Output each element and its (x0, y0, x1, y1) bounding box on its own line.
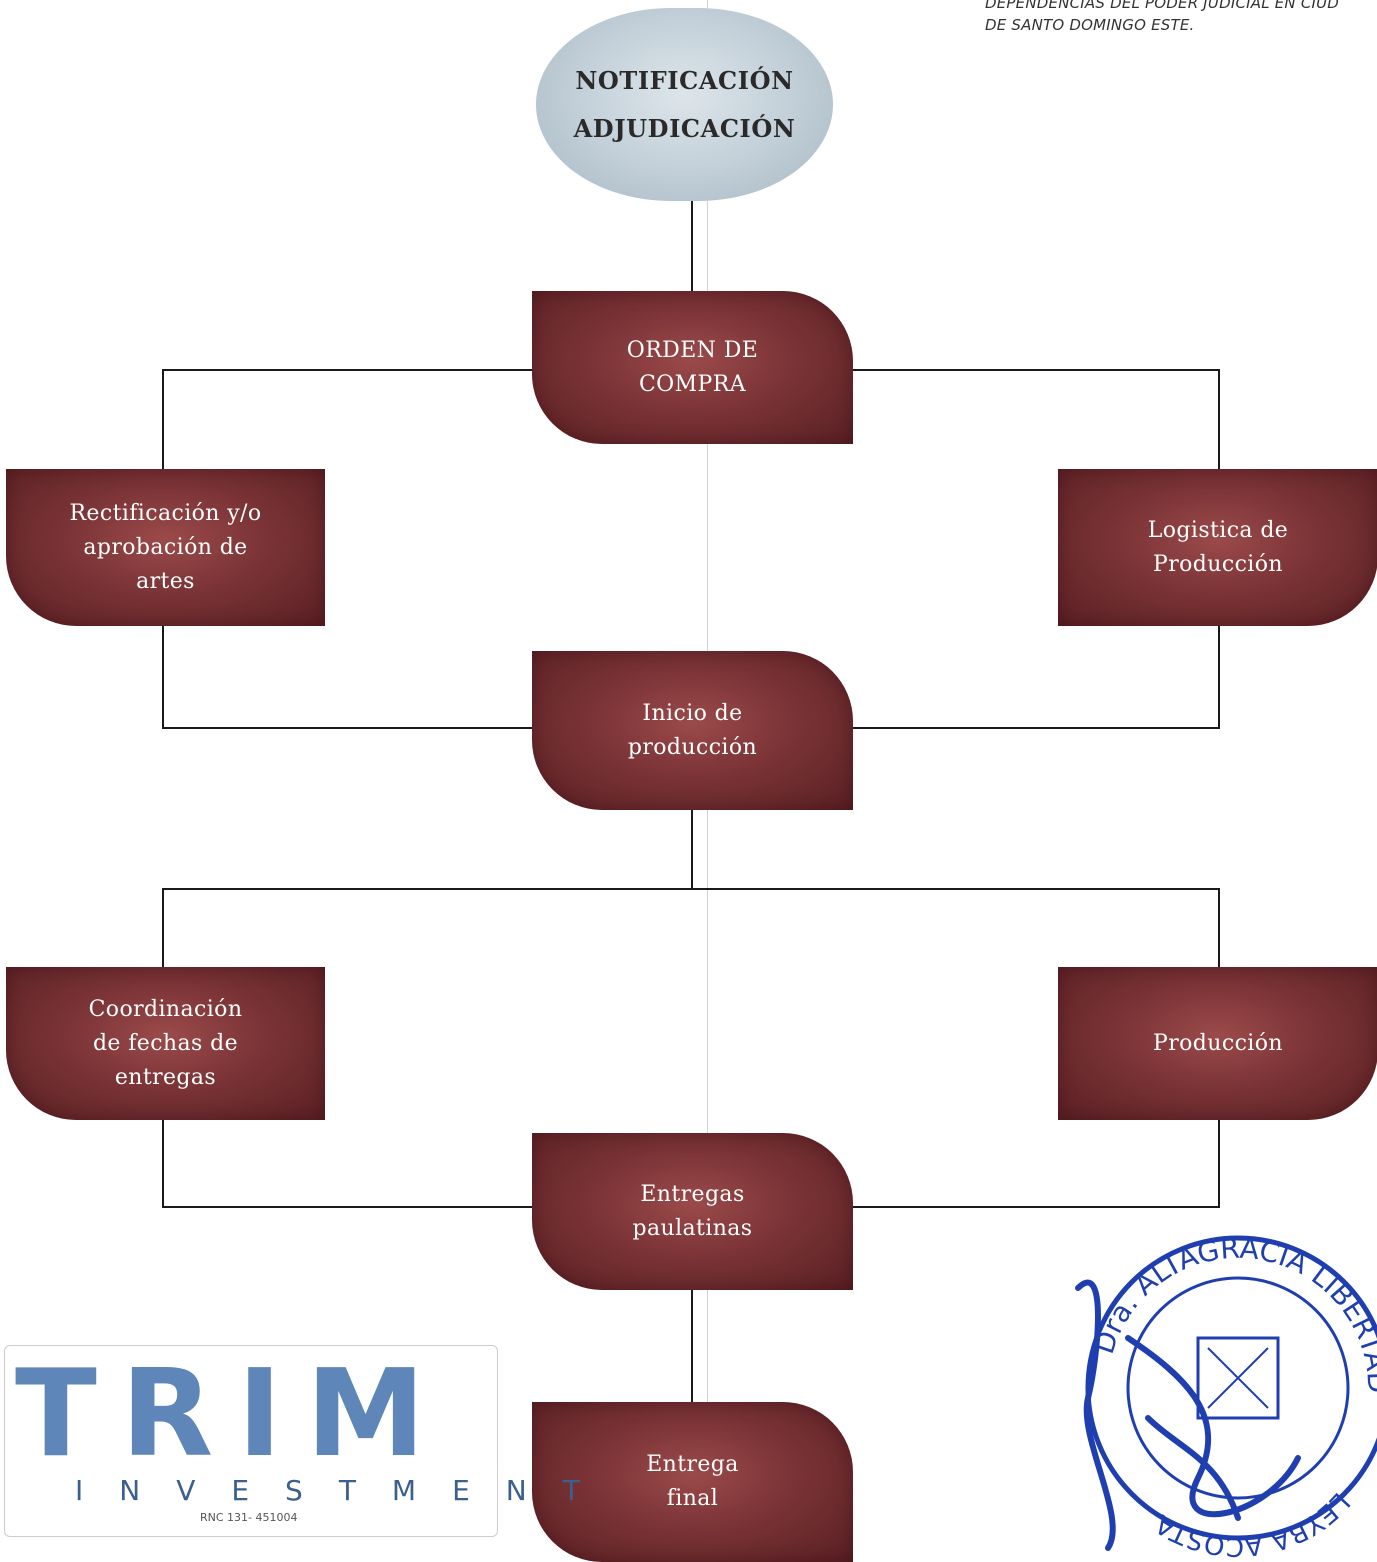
node-label-line: final (666, 1486, 719, 1511)
notary-seal-graphic: Dra. ALTAGRACIA LIBERTAD LEYBA ACOSTA (1075, 1232, 1377, 1558)
connector-right-down-1 (1218, 369, 1220, 469)
node-label-line: ORDEN DE (626, 337, 759, 363)
node-logistica-produccion: Logistica de Producción (1058, 469, 1377, 626)
node-label-line: Rectificación y/o (69, 500, 262, 526)
node-label-line: de fechas de (92, 1030, 239, 1056)
logo-wordmark: TRIM (15, 1345, 450, 1484)
node-label-line: paulatinas (632, 1215, 753, 1241)
node-label-line: aprobación de (83, 534, 248, 560)
connector-start-to-orden (691, 200, 693, 292)
logo-subtitle: INVESTMENT (75, 1474, 616, 1507)
node-entrega-final: Entrega final (532, 1402, 853, 1562)
connector-left-down-4 (162, 1120, 164, 1208)
connector-inicio-down (691, 810, 693, 890)
company-logo: TRIM INVESTMENT RNC 131- 451004 (4, 1345, 580, 1537)
node-coordinacion-fechas: Coordinación de fechas de entregas (6, 967, 325, 1120)
node-orden-de-compra: ORDEN DE COMPRA (532, 291, 853, 444)
header-note: DEPENDENCIAS DEL PODER JUDICIAL EN CIUD … (985, 0, 1377, 36)
connector-left-down-2 (162, 626, 164, 729)
connector-right-down-3 (1218, 888, 1220, 968)
node-rectificacion-artes: Rectificación y/o aprobación de artes (6, 469, 325, 626)
node-label-line: Producción (1153, 1030, 1283, 1056)
node-label-line: NOTIFICACIÓN (575, 65, 794, 95)
node-label-line: entregas (114, 1064, 217, 1090)
node-produccion: Producción (1058, 967, 1377, 1120)
node-label-line: Producción (1153, 551, 1283, 577)
node-inicio-produccion: Inicio de producción (532, 651, 853, 810)
node-label-line: Inicio de (642, 700, 743, 726)
node-label-line: Coordinación (88, 996, 243, 1022)
connector-right-down-4 (1218, 1120, 1220, 1208)
node-label-line: producción (627, 734, 758, 760)
node-notificacion-adjudicacion: NOTIFICACIÓN ADJUDICACIÓN (536, 8, 833, 201)
connector-right-down-2 (1218, 626, 1220, 729)
connector-left-down-3 (162, 888, 164, 968)
node-label-line: COMPRA (638, 371, 747, 397)
connector-split-horizontal (162, 888, 1220, 890)
node-label-line: Entrega (646, 1452, 739, 1477)
connector-paulatinas-to-final (691, 1290, 693, 1402)
node-entregas-paulatinas: Entregas paulatinas (532, 1133, 853, 1290)
node-label-line: Entregas (640, 1181, 745, 1207)
header-line-1: DEPENDENCIAS DEL PODER JUDICIAL EN CIUD (985, 0, 1340, 12)
logo-rnc: RNC 131- 451004 (200, 1511, 298, 1524)
notary-seal: Dra. ALTAGRACIA LIBERTAD LEYBA ACOSTA (1068, 1218, 1377, 1558)
connector-left-down-1 (162, 369, 164, 469)
header-line-2: DE SANTO DOMINGO ESTE. (985, 16, 1195, 34)
node-label-line: Logistica de (1147, 517, 1289, 543)
node-label-line: artes (136, 568, 195, 594)
node-label-line: ADJUDICACIÓN (573, 113, 796, 143)
